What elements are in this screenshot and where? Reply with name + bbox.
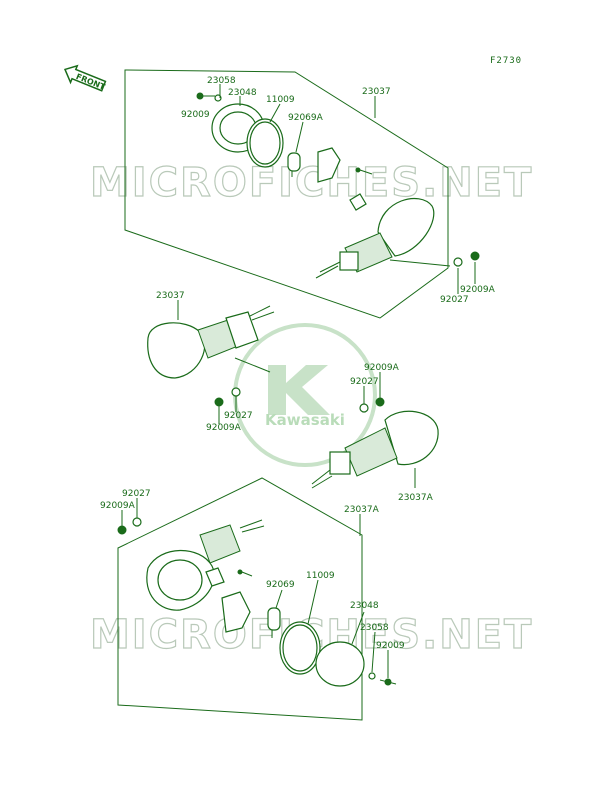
- label-top-23058: 23058: [207, 76, 236, 86]
- housing-23037: [377, 197, 435, 257]
- label-mid-r-92027: 92027: [350, 377, 379, 387]
- housing-23037-mid: [147, 322, 206, 379]
- kawasaki-logo-watermark: Kawasaki: [233, 323, 377, 467]
- label-top-23048: 23048: [228, 88, 257, 98]
- watermark-top: MICROFICHES.NET: [90, 160, 533, 206]
- label-bot-23058: 23058: [360, 623, 389, 633]
- logo-text: Kawasaki: [265, 411, 345, 429]
- socket-bracket: [317, 147, 341, 183]
- label-bot-92009a: 92009A: [100, 501, 136, 511]
- middle-right-signal-assembly: [311, 372, 439, 489]
- label-top-92069a: 92069A: [288, 113, 324, 123]
- label-top-92027: 92027: [440, 295, 469, 305]
- label-bot-92009: 92009: [376, 641, 405, 651]
- label-top-92009a: 92009A: [460, 285, 496, 295]
- housing-23037a-mid: [384, 410, 439, 466]
- bulb-92069: [267, 607, 281, 638]
- label-bot-23037a: 23037A: [344, 505, 380, 515]
- label-mid-23037: 23037: [156, 291, 185, 301]
- label-top-23037: 23037: [362, 87, 391, 97]
- label-bot-92027: 92027: [122, 489, 151, 499]
- figure-code: F2730: [490, 56, 522, 66]
- bottom-signal-assembly: [117, 477, 397, 721]
- label-bot-23048: 23048: [350, 601, 379, 611]
- label-bot-92069: 92069: [266, 580, 295, 590]
- bulb-92069a: [287, 152, 301, 177]
- top-signal-assembly: [124, 69, 480, 319]
- front-arrow-icon: FRONT: [63, 64, 107, 92]
- label-mid-r-92009a: 92009A: [364, 363, 400, 373]
- lens-23048-bottom: [315, 641, 365, 687]
- label-mid-92009a: 92009A: [206, 423, 242, 433]
- label-top-11009: 11009: [266, 95, 295, 105]
- label-mid-92027: 92027: [224, 411, 253, 421]
- label-top-92009: 92009: [181, 110, 210, 120]
- label-bot-11009: 11009: [306, 571, 335, 581]
- label-mid-23037a: 23037A: [398, 493, 434, 503]
- middle-left-signal-assembly: [147, 300, 275, 424]
